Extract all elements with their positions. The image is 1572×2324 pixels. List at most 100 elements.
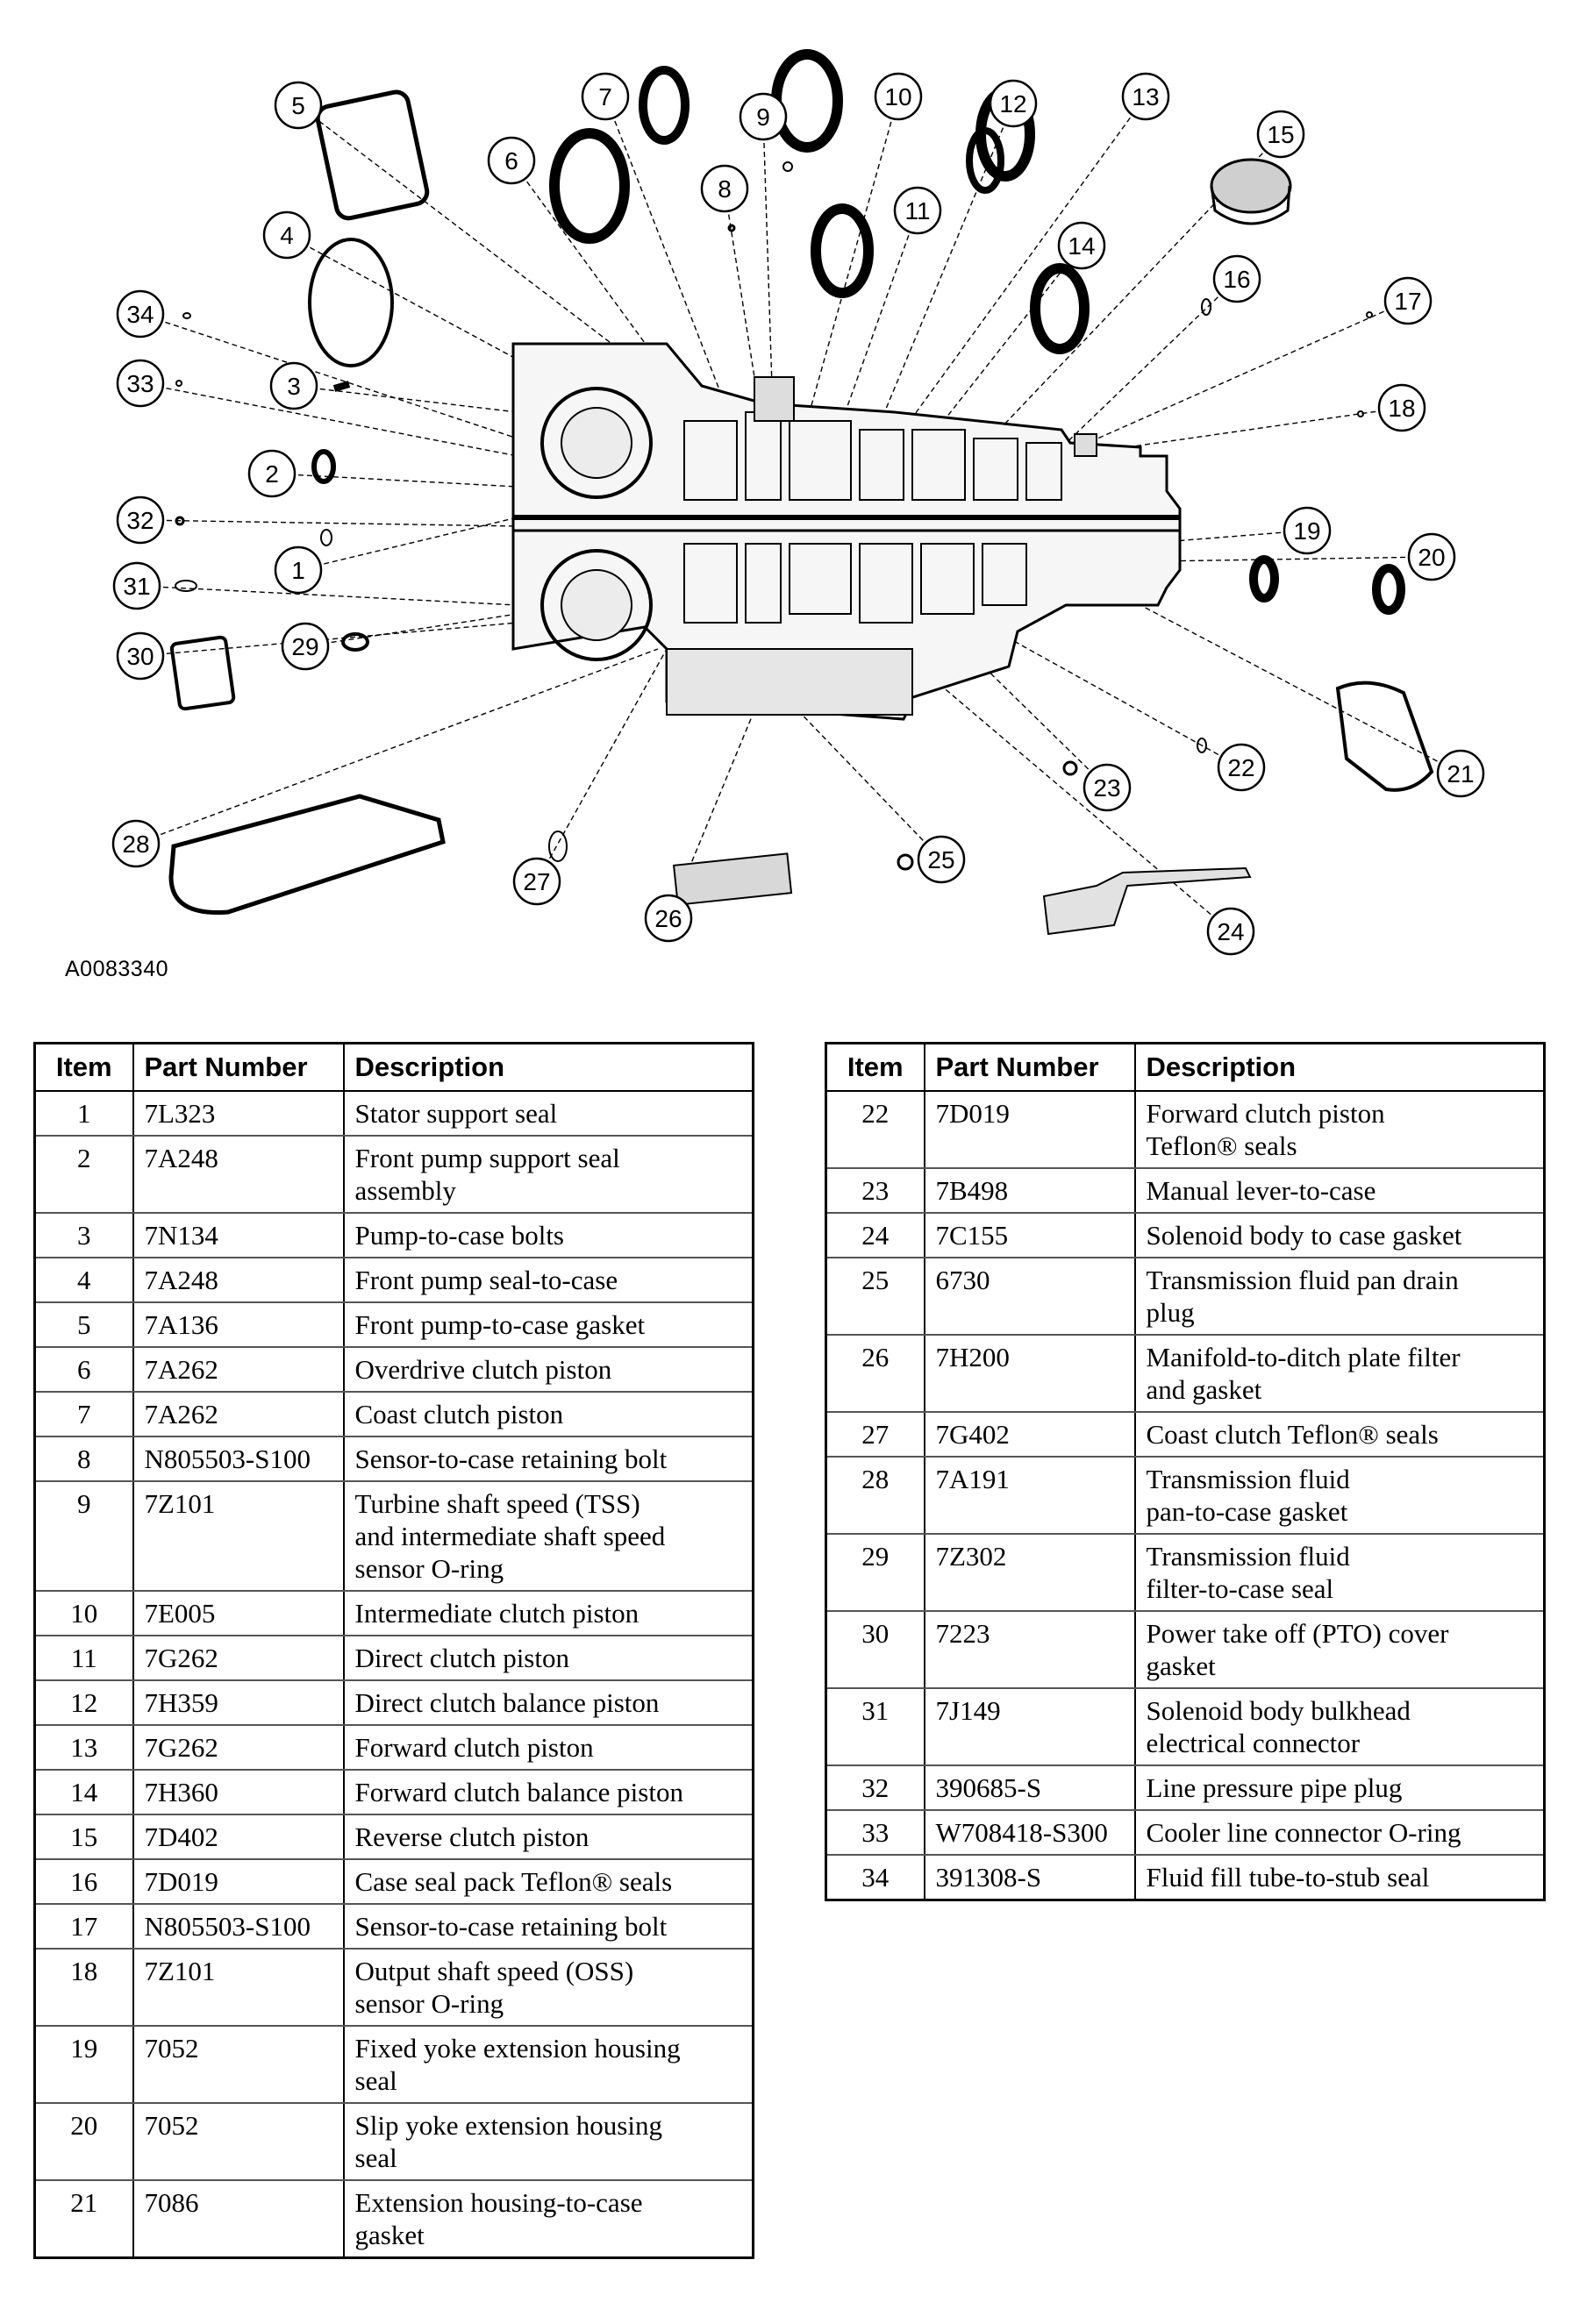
callout-circle bbox=[989, 79, 1038, 128]
description-line: Solenoid body to case gasket bbox=[1146, 1220, 1462, 1251]
callout-circle bbox=[644, 894, 693, 943]
part-number: 7D402 bbox=[132, 1814, 345, 1860]
description-line: gasket bbox=[1146, 1650, 1216, 1681]
item-number: 3 bbox=[33, 1213, 134, 1258]
callout-number: 9 bbox=[756, 103, 770, 131]
callout-24: 24 bbox=[1206, 907, 1255, 956]
callout-circle bbox=[1057, 221, 1106, 270]
leader-line bbox=[789, 701, 942, 860]
description: Intermediate clutch piston bbox=[342, 1591, 754, 1636]
callout-11: 11 bbox=[893, 186, 942, 235]
description-line: Overdrive clutch piston bbox=[354, 1354, 612, 1385]
callout-circle bbox=[487, 136, 536, 185]
callout-number: 26 bbox=[654, 905, 682, 932]
callout-number: 27 bbox=[523, 868, 550, 895]
leader-line bbox=[135, 648, 659, 845]
item-number: 23 bbox=[825, 1168, 925, 1214]
part-number: 7L323 bbox=[132, 1091, 345, 1137]
callout-circle bbox=[739, 92, 788, 141]
callout-22: 22 bbox=[1217, 743, 1266, 792]
item-number: 7 bbox=[33, 1392, 134, 1437]
description-line: and intermediate shaft speed bbox=[354, 1521, 666, 1551]
callout-circle bbox=[262, 210, 311, 260]
description-line: Pump-to-case bolts bbox=[354, 1220, 565, 1251]
item-number: 26 bbox=[825, 1335, 925, 1413]
callout-9: 9 bbox=[739, 92, 788, 141]
part-number: 7A262 bbox=[132, 1392, 345, 1437]
item-number: 13 bbox=[33, 1725, 134, 1771]
callout-number: 7 bbox=[598, 83, 612, 110]
part-number: 7223 bbox=[923, 1611, 1136, 1689]
leader-line bbox=[304, 613, 518, 647]
leader-line bbox=[271, 473, 518, 488]
item-number: 9 bbox=[33, 1481, 134, 1592]
callout-29: 29 bbox=[281, 622, 330, 671]
description-line: Fixed yoke extension housing bbox=[354, 2033, 681, 2064]
description-line: Intermediate clutch piston bbox=[354, 1598, 640, 1629]
callout-15: 15 bbox=[1256, 110, 1305, 159]
part-number: 7086 bbox=[132, 2180, 345, 2259]
callout-1: 1 bbox=[274, 545, 323, 595]
description: Front pump-to-case gasket bbox=[342, 1302, 754, 1348]
leader-line bbox=[139, 519, 518, 527]
description-line: Slip yoke extension housing bbox=[354, 2110, 662, 2141]
callout-2: 2 bbox=[247, 449, 297, 498]
part-number: W708418-S300 bbox=[923, 1810, 1136, 1856]
part-number: 7J149 bbox=[923, 1688, 1136, 1766]
part-number: 7052 bbox=[132, 2103, 345, 2181]
part-number: 7052 bbox=[132, 2026, 345, 2104]
leader-line bbox=[1096, 407, 1403, 453]
item-number: 21 bbox=[33, 2180, 134, 2259]
item-number: 5 bbox=[33, 1302, 134, 1348]
leader-line bbox=[876, 103, 1014, 431]
leader-line bbox=[929, 245, 1083, 439]
callout-number: 30 bbox=[126, 643, 154, 670]
description-line: Cooler line connector O-ring bbox=[1146, 1817, 1461, 1848]
item-number: 14 bbox=[33, 1770, 134, 1815]
callout-33: 33 bbox=[116, 359, 165, 408]
leader-line bbox=[1140, 530, 1308, 545]
callout-32: 32 bbox=[116, 495, 165, 545]
callout-number: 32 bbox=[126, 507, 154, 534]
leader-line bbox=[1052, 278, 1238, 457]
header-part-number: Part Number bbox=[132, 1042, 345, 1092]
callout-number: 13 bbox=[1132, 83, 1159, 110]
callout-number: 21 bbox=[1447, 760, 1474, 788]
part-number: 7Z101 bbox=[132, 1949, 345, 2027]
callout-number: 11 bbox=[904, 197, 930, 225]
part-number: 6730 bbox=[923, 1258, 1136, 1336]
description-line: assembly bbox=[354, 1175, 456, 1206]
description-line: Transmission fluid pan drain bbox=[1146, 1265, 1459, 1295]
callout-8: 8 bbox=[700, 164, 749, 213]
description: Line pressure pipe plug bbox=[1133, 1765, 1546, 1811]
callout-circle bbox=[1383, 276, 1433, 325]
description-line: seal bbox=[354, 2142, 397, 2173]
part-number: N805503-S100 bbox=[132, 1436, 345, 1482]
description: Turbine shaft speed (TSS)and intermediat… bbox=[342, 1481, 754, 1592]
part-number: 7A262 bbox=[132, 1347, 345, 1393]
callout-circle bbox=[1407, 532, 1456, 581]
part-number: 7G262 bbox=[132, 1636, 345, 1681]
callout-circle bbox=[116, 495, 165, 545]
callout-number: 17 bbox=[1394, 288, 1421, 315]
callout-number: 31 bbox=[123, 573, 150, 600]
callout-number: 25 bbox=[927, 846, 954, 873]
description-line: Sensor-to-case retaining bolt bbox=[354, 1911, 668, 1942]
description: Output shaft speed (OSS)sensor O-ring bbox=[342, 1949, 754, 2027]
callout-number: 29 bbox=[291, 633, 318, 660]
description-line: Coast clutch piston bbox=[354, 1399, 564, 1429]
